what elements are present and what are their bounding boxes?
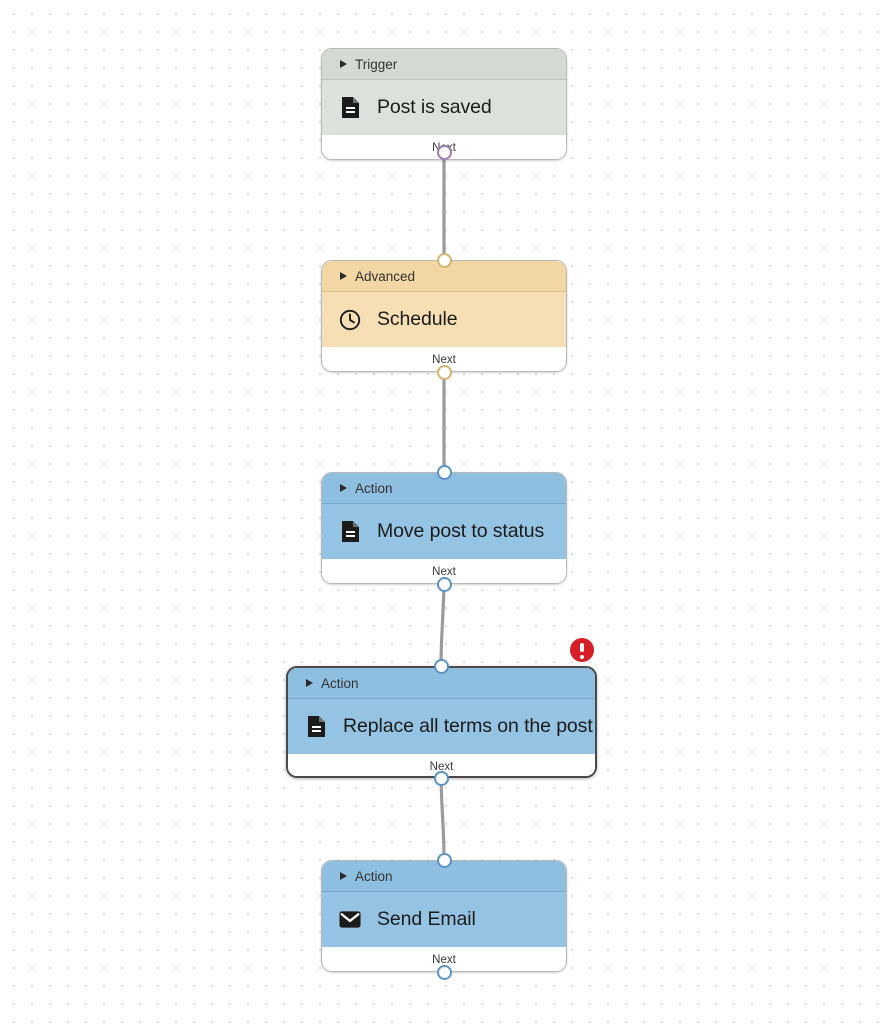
node-title: Replace all terms on the post — [343, 715, 593, 737]
workflow-node-trigger[interactable]: Trigger Post is saved Next — [321, 48, 567, 160]
input-port-send-email[interactable] — [437, 853, 452, 868]
node-divider — [288, 698, 595, 699]
node-footer-label: Next — [432, 954, 456, 966]
collapse-triangle-icon[interactable] — [340, 484, 347, 492]
node-kind-label: Action — [321, 675, 359, 691]
output-port-trigger[interactable] — [437, 145, 452, 160]
workflow-node-send-email[interactable]: Action Send Email Next — [321, 860, 567, 972]
output-port-replace-all-terms[interactable] — [434, 771, 449, 786]
node-divider — [322, 291, 566, 292]
node-title: Schedule — [377, 308, 458, 330]
node-footer-label: Next — [432, 566, 456, 578]
node-kind-label: Advanced — [355, 268, 416, 284]
node-divider — [322, 79, 566, 80]
node-divider — [322, 503, 566, 504]
document-icon — [339, 96, 361, 120]
collapse-triangle-icon[interactable] — [340, 272, 347, 280]
node-footer-label: Next — [432, 354, 456, 366]
node-kind-label: Trigger — [355, 56, 398, 72]
workflow-node-move-post-to-status[interactable]: Action Move post to status Next — [321, 472, 567, 584]
node-body-action[interactable]: Replace all terms on the post — [288, 699, 595, 754]
collapse-triangle-icon[interactable] — [306, 679, 313, 687]
envelope-icon — [339, 908, 361, 932]
node-body-action[interactable]: Send Email — [322, 892, 566, 947]
node-body-trigger[interactable]: Post is saved — [322, 80, 566, 135]
clock-icon — [339, 308, 361, 332]
node-title: Move post to status — [377, 520, 545, 542]
node-body-advanced[interactable]: Schedule — [322, 292, 566, 347]
document-icon — [339, 520, 361, 544]
node-error-badge[interactable] — [570, 638, 594, 662]
error-exclamation-icon — [580, 642, 584, 659]
collapse-triangle-icon[interactable] — [340, 60, 347, 68]
node-footer-label: Next — [429, 761, 454, 773]
input-port-replace-all-terms[interactable] — [434, 659, 449, 674]
output-port-move-post-to-status[interactable] — [437, 577, 452, 592]
node-divider — [322, 891, 566, 892]
workflow-node-advanced[interactable]: Advanced Schedule Next — [321, 260, 567, 372]
collapse-triangle-icon[interactable] — [340, 872, 347, 880]
node-body-action[interactable]: Move post to status — [322, 504, 566, 559]
node-footer-next[interactable]: Next — [288, 754, 595, 776]
input-port-move-post-to-status[interactable] — [437, 465, 452, 480]
node-kind-label: Action — [355, 480, 393, 496]
node-header-trigger[interactable]: Trigger — [322, 49, 566, 79]
node-kind-label: Action — [355, 868, 393, 884]
workflow-node-replace-all-terms[interactable]: Action Replace all terms on the post Nex… — [286, 666, 597, 778]
input-port-advanced[interactable] — [437, 253, 452, 268]
node-title: Post is saved — [377, 96, 492, 118]
output-port-send-email[interactable] — [437, 965, 452, 980]
output-port-advanced[interactable] — [437, 365, 452, 380]
node-title: Send Email — [377, 908, 476, 930]
document-icon — [305, 715, 327, 739]
